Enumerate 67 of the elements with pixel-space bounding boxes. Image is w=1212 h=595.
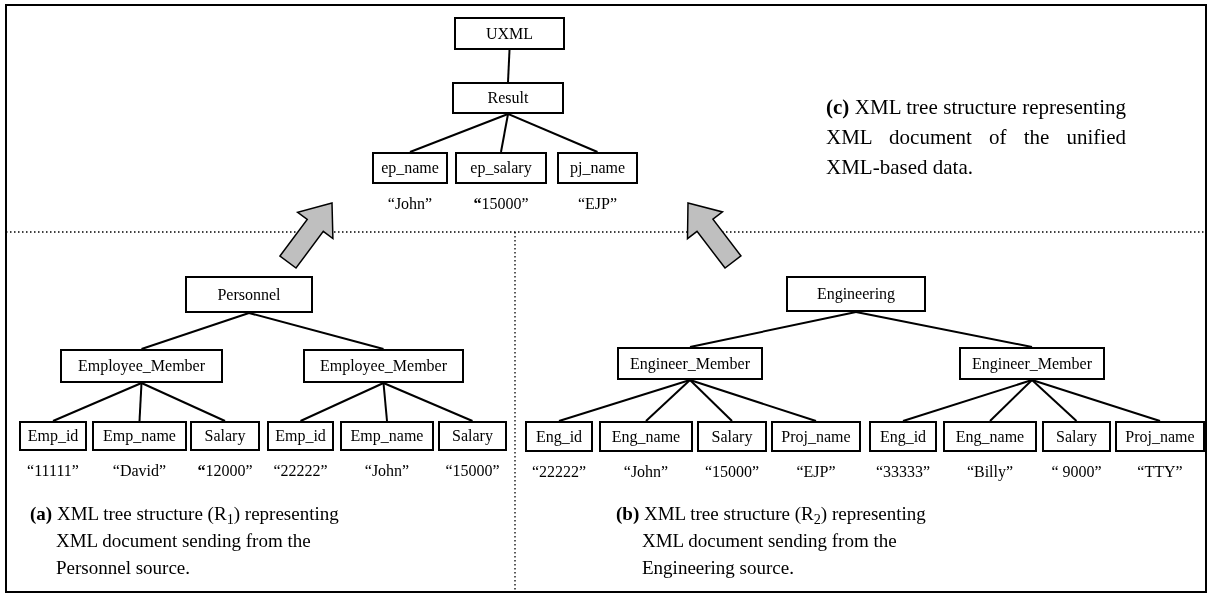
- element-box: Emp_id: [267, 421, 334, 451]
- tree-line: [507, 113, 599, 153]
- tree-line: [507, 49, 511, 83]
- tree-line: [382, 382, 474, 422]
- tree-line: [1031, 379, 1161, 422]
- element-box: Employee_Member: [303, 349, 464, 383]
- value-text: “15000”: [473, 196, 529, 212]
- value-text: “22222”: [531, 464, 587, 480]
- value-text: “33333”: [875, 464, 931, 480]
- element-box: Emp_name: [340, 421, 434, 451]
- tree-line: [689, 311, 857, 348]
- element-box: Eng_name: [599, 421, 693, 452]
- value-text: “15000”: [445, 463, 500, 479]
- element-box: Salary: [1042, 421, 1111, 452]
- tree-line: [1031, 379, 1078, 422]
- element-box: ep_name: [372, 152, 448, 184]
- tree-line: [645, 379, 691, 422]
- element-box: Eng_id: [869, 421, 937, 452]
- element-box: Personnel: [185, 276, 313, 313]
- element-box: Salary: [697, 421, 767, 452]
- value-text: “11111”: [27, 463, 79, 479]
- element-box: ep_salary: [455, 152, 547, 184]
- value-text: “John”: [364, 463, 410, 479]
- tree-line: [409, 113, 509, 153]
- element-box: pj_name: [557, 152, 638, 184]
- element-box: Proj_name: [1115, 421, 1205, 452]
- element-box: Employee_Member: [60, 349, 223, 383]
- element-box: Engineer_Member: [617, 347, 763, 380]
- element-box: Emp_id: [19, 421, 87, 451]
- tree-line: [140, 382, 226, 422]
- value-text: “12000”: [197, 463, 253, 479]
- tree-line: [382, 382, 388, 422]
- element-box: Emp_name: [92, 421, 187, 451]
- caption-text: (b) XML tree structure (R$_{2}$) representing XML document sending from the Engineering source.: [616, 502, 926, 580]
- tree-line: [52, 382, 143, 422]
- caption-text: (c) XML tree structure representing XML document of the unified XML-based data.: [826, 94, 1126, 181]
- value-text: “15000”: [704, 464, 760, 480]
- value-text: “Billy”: [966, 464, 1014, 480]
- element-box: Result: [452, 82, 564, 114]
- value-text: “John”: [623, 464, 669, 480]
- value-text: “ 9000”: [1051, 464, 1102, 480]
- tree-line: [902, 379, 1033, 422]
- tree-line: [138, 382, 143, 422]
- tree-line: [689, 379, 817, 422]
- tree-line: [855, 311, 1033, 348]
- tree-line: [989, 379, 1033, 422]
- element-box: Engineering: [786, 276, 926, 312]
- element-box: Salary: [438, 421, 507, 451]
- tree-line: [248, 312, 385, 350]
- element-box: UXML: [454, 17, 565, 50]
- element-box: Eng_id: [525, 421, 593, 452]
- element-box: Proj_name: [771, 421, 861, 452]
- tree-line: [689, 379, 733, 422]
- tree-line: [299, 382, 385, 422]
- tree-line: [500, 113, 509, 153]
- tree-line: [140, 312, 250, 350]
- element-box: Engineer_Member: [959, 347, 1105, 380]
- element-box: Salary: [190, 421, 260, 451]
- tree-line: [558, 379, 691, 422]
- value-text: “EJP”: [796, 464, 836, 480]
- value-text: “John”: [387, 196, 433, 212]
- caption-text: (a) XML tree structure (R$_{1}$) representing XML document sending from the Personnel source.: [30, 502, 340, 580]
- value-text: “EJP”: [577, 196, 618, 212]
- element-box: Eng_name: [943, 421, 1037, 452]
- value-text: “22222”: [273, 463, 328, 479]
- value-text: “TTY”: [1137, 464, 1183, 480]
- value-text: “David”: [112, 463, 167, 479]
